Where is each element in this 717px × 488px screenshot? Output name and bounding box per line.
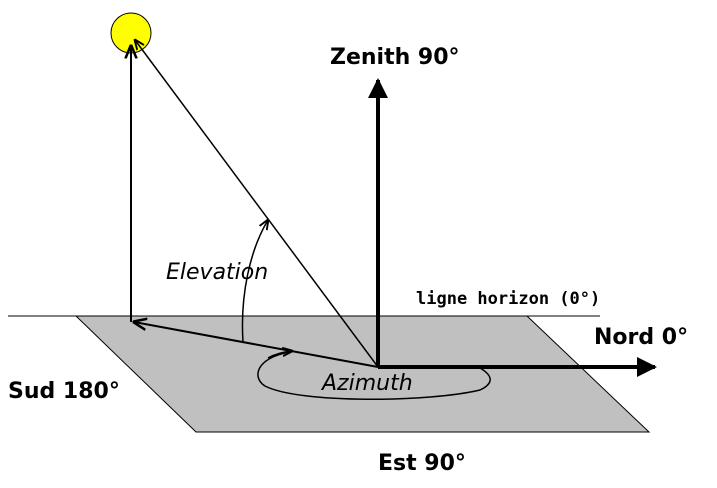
elevation-arc	[241, 220, 268, 343]
zenith-label: Zenith 90°	[330, 45, 460, 70]
azimuth-arc-start	[267, 351, 292, 359]
south-label: Sud 180°	[8, 379, 120, 404]
azimuth-label: Azimuth	[320, 371, 413, 396]
elevation-label: Elevation	[166, 260, 268, 285]
east-label: Est 90°	[378, 451, 466, 476]
ground-projection	[134, 322, 379, 368]
horizon-label: ligne horizon (0°)	[416, 289, 600, 309]
north-label: Nord 0°	[594, 325, 688, 350]
sun-ray	[135, 40, 379, 368]
azimuth-arc	[257, 351, 491, 401]
